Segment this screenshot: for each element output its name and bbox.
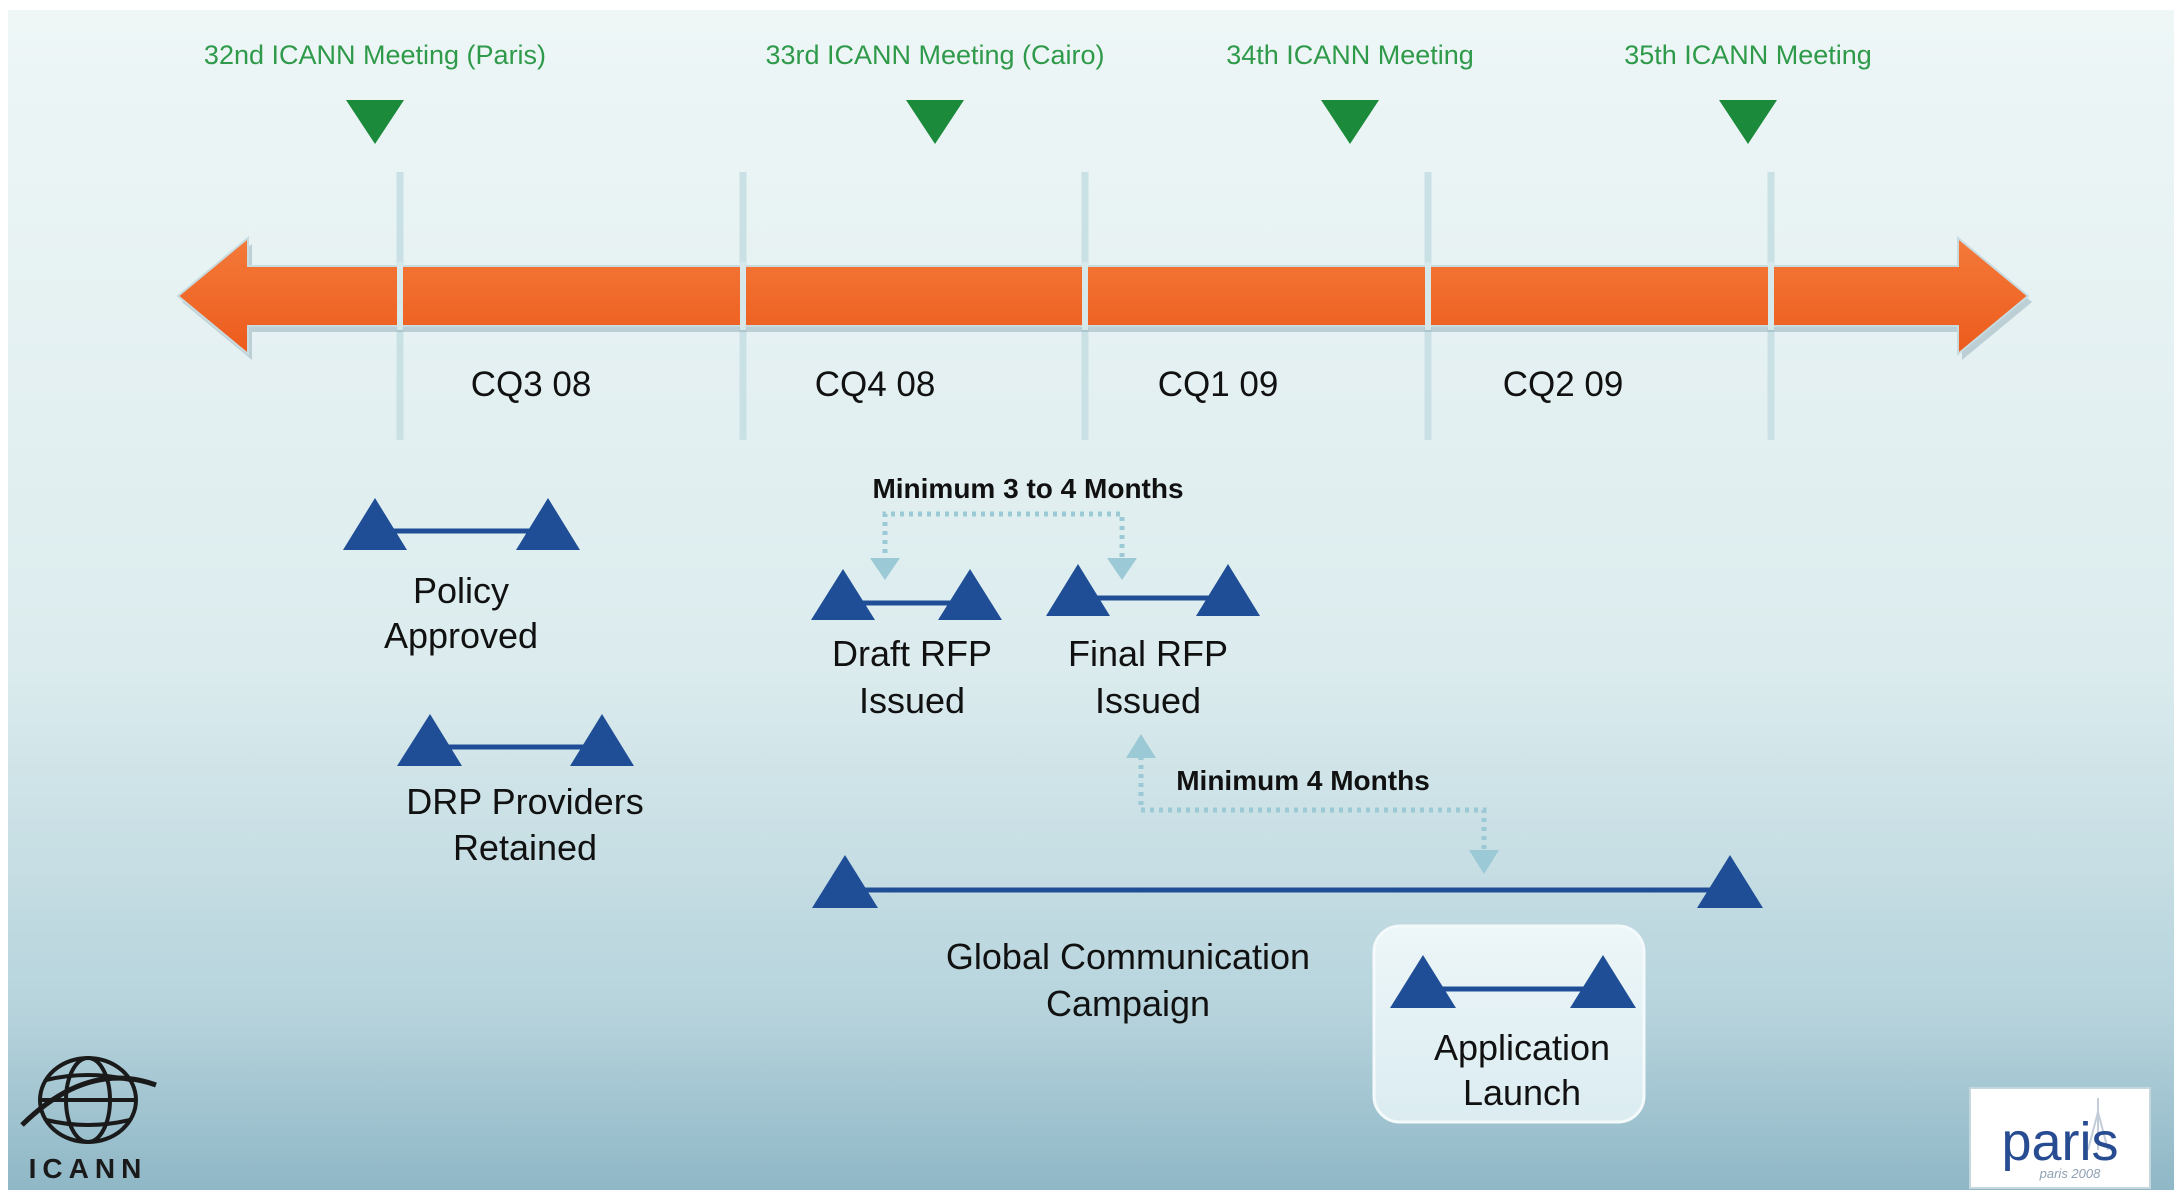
milestone-drp-providers: DRP Providers Retained	[397, 714, 644, 868]
milestone-label: Issued	[859, 680, 965, 721]
milestone-label: Issued	[1095, 680, 1201, 721]
meeting-label: 34th ICANN Meeting	[1226, 40, 1474, 70]
arrowhead-down-icon	[870, 558, 900, 580]
milestone-start-icon	[811, 569, 875, 620]
meeting-markers: 32nd ICANN Meeting (Paris) 33rd ICANN Me…	[204, 40, 1872, 144]
milestone-label: Application	[1434, 1027, 1610, 1068]
meeting-label: 33rd ICANN Meeting (Cairo)	[765, 40, 1104, 70]
milestone-label: Retained	[453, 827, 597, 868]
milestone-end-icon	[1196, 564, 1260, 616]
milestone-label: Policy	[413, 570, 509, 611]
milestone-end-icon	[1697, 855, 1763, 908]
launch-highlight-box	[1372, 924, 1646, 1124]
milestone-label: Final RFP	[1068, 633, 1228, 674]
meeting-marker-icon	[346, 100, 404, 144]
quarter-label: CQ4 08	[815, 365, 936, 404]
milestone-end-icon	[570, 714, 634, 766]
eiffel-tower-icon	[2087, 1098, 2109, 1151]
milestone-application-launch: Application Launch	[1372, 924, 1646, 1124]
quarter-label: CQ3 08	[471, 365, 592, 404]
arrowhead-up-icon	[1126, 734, 1156, 758]
quarter-labels: CQ3 08 CQ4 08 CQ1 09 CQ2 09	[471, 365, 1624, 404]
milestone-start-icon	[343, 498, 407, 550]
arrowhead-down-icon	[1107, 558, 1137, 580]
timeline-arrow	[176, 235, 2032, 360]
arrow-dividers	[397, 262, 1774, 330]
milestone-end-icon	[1570, 955, 1636, 1008]
milestone-label: DRP Providers	[406, 781, 643, 822]
arrowhead-down-icon	[1469, 850, 1499, 874]
milestone-final-rfp: Final RFP Issued	[1046, 564, 1260, 721]
milestone-policy-approved: Policy Approved	[343, 498, 580, 656]
interval-bracket	[882, 511, 1125, 562]
icann-logo: ICANN	[20, 1056, 157, 1184]
meeting-label: 35th ICANN Meeting	[1624, 40, 1872, 70]
meeting-marker-icon	[906, 100, 964, 144]
milestone-label: Approved	[384, 615, 538, 656]
interval-min-4-months: Minimum 4 Months	[1126, 734, 1499, 874]
milestone-global-campaign: Global Communication Campaign	[812, 855, 1763, 1024]
milestone-label: Campaign	[1046, 983, 1210, 1024]
double-arrow	[176, 235, 2030, 357]
milestone-end-icon	[516, 498, 580, 550]
paris-subtext: paris 2008	[2039, 1166, 2101, 1181]
paris-logo-box	[1969, 1087, 2151, 1189]
milestone-label: Launch	[1463, 1072, 1581, 1113]
interval-min-3-4-months: Minimum 3 to 4 Months	[870, 473, 1184, 580]
milestone-label: Draft RFP	[832, 633, 992, 674]
quarter-label: CQ1 09	[1158, 365, 1279, 404]
quarter-label: CQ2 09	[1503, 365, 1624, 404]
meeting-marker-icon	[1719, 100, 1777, 144]
interval-bracket	[1138, 756, 1487, 852]
paris-wordmark: paris	[2001, 1112, 2118, 1172]
globe-icon	[20, 1056, 157, 1144]
meeting-marker-icon	[1321, 100, 1379, 144]
milestone-end-icon	[938, 569, 1002, 620]
icann-wordmark: ICANN	[29, 1153, 148, 1184]
interval-label: Minimum 3 to 4 Months	[872, 473, 1183, 504]
milestone-start-icon	[1046, 564, 1110, 616]
milestone-label: Global Communication	[946, 936, 1310, 977]
meeting-label: 32nd ICANN Meeting (Paris)	[204, 40, 546, 70]
paris-logo: paris paris 2008	[1969, 1087, 2151, 1189]
milestone-start-icon	[1390, 955, 1456, 1008]
milestone-start-icon	[812, 855, 878, 908]
milestone-draft-rfp: Draft RFP Issued	[811, 569, 1002, 721]
milestone-start-icon	[397, 714, 462, 766]
interval-label: Minimum 4 Months	[1176, 765, 1430, 796]
